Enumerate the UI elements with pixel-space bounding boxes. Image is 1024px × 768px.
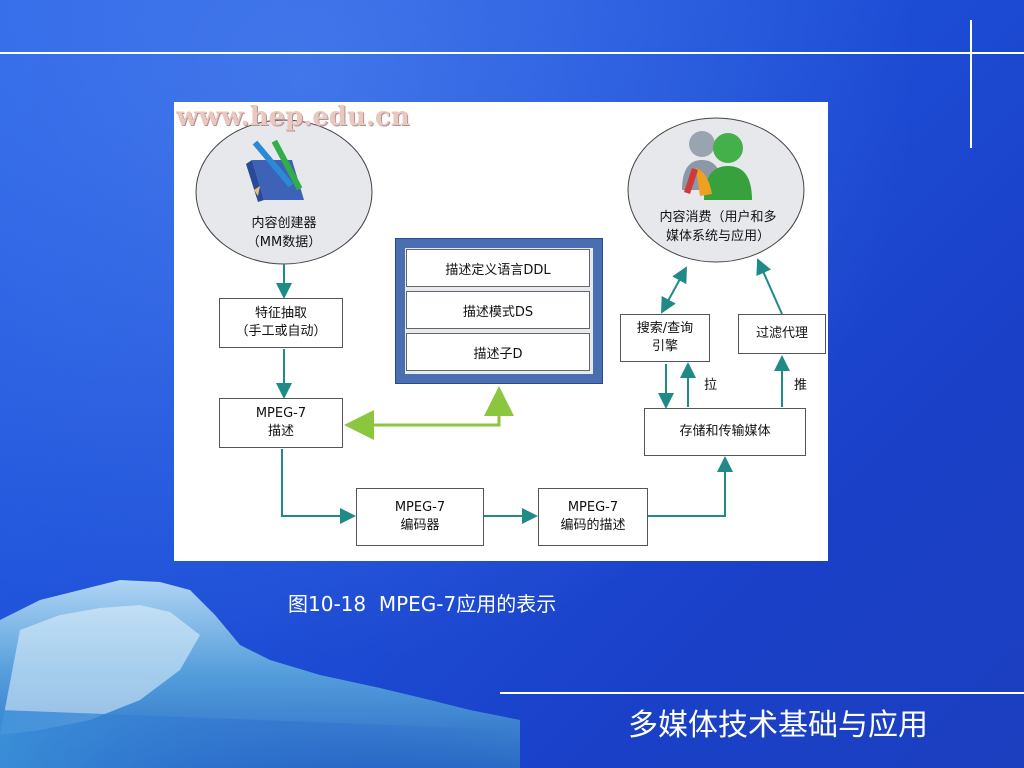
ds-row: 描述模式DS [406,291,590,329]
bottom-rule [500,692,1024,694]
d-row: 描述子D [406,333,590,371]
mpeg7-encoder-box: MPEG-7 编码器 [356,488,484,546]
description-stack-link-arrow [344,386,514,440]
feature-extraction-box: 特征抽取 （手工或自动） [219,298,343,348]
search-consumer-arrow [661,266,687,314]
course-title: 多媒体技术基础与应用 [628,708,928,743]
ddl-row: 描述定义语言DDL [406,249,590,287]
mpeg7-encoded-description-box: MPEG-7 编码的描述 [538,488,648,546]
filter-to-consumer-arrow [756,258,783,315]
content-consumer-label: 内容消费（用户和多 媒体系统与应用） [659,210,777,244]
mpeg7-description-box: MPEG-7 描述 [219,398,343,448]
watermark-text: www.hep.edu.cn [176,102,410,132]
storage-transmission-box: 存储和传输媒体 [644,408,806,456]
figure-caption: 图10-18 MPEG-7应用的表示 [288,592,557,616]
search-engine-box: 搜索/查询 引擎 [620,314,710,362]
content-creator-label: 内容创建器 （MM数据） [246,216,322,250]
mpeg7-diagram-panel: www.hep.edu.cn 内容创建器 （MM数据） 内容消费（用户和多 媒体… [174,102,828,561]
push-label: 推 [794,378,808,393]
filter-agent-box: 过滤代理 [738,314,826,354]
paint-brush-icon [246,139,304,202]
pull-label: 拉 [704,378,718,393]
users-icon [682,131,752,200]
description-to-encoder-arrow [281,449,356,524]
top-rule [0,52,1024,54]
mountain-scenery-image [0,580,520,768]
top-right-vertical-rule [970,20,972,148]
encoded-to-storage-arrow [648,456,733,517]
